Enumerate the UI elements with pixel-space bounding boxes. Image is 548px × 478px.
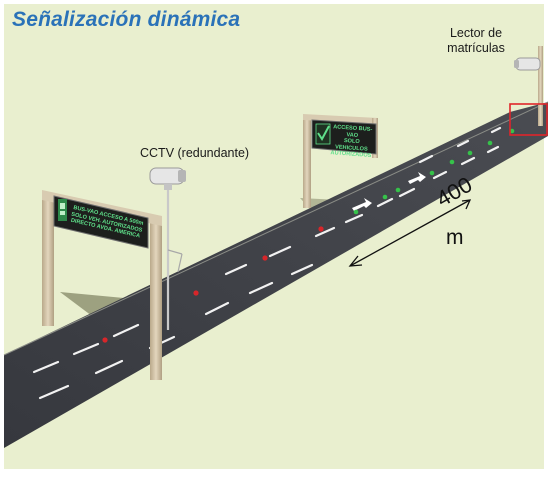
distance-unit: m <box>446 226 464 249</box>
cctv-camera-icon <box>149 167 186 190</box>
road <box>4 102 548 448</box>
plate-reader-label: Lector de matrículas <box>444 26 508 56</box>
check-mark-icon <box>315 123 331 145</box>
plate-reader-camera-icon <box>514 57 541 71</box>
road-edge-top <box>3 101 548 356</box>
camera-detection-zone <box>509 103 548 136</box>
left-sign-panel <box>53 195 149 249</box>
page-title: Señalización dinámica <box>12 8 241 31</box>
plate-reader-label-line1: Lector de <box>449 26 503 40</box>
right-sign-text: ACCESO BUS-VAO SOLO VEHICULOS AUTORIZADO… <box>330 124 373 160</box>
plate-reader-label-line2: matrículas <box>447 41 505 55</box>
bus-icon <box>58 199 67 221</box>
red-lane-markers <box>102 226 324 343</box>
green-lane-markers <box>353 128 515 215</box>
cctv-pole <box>166 186 183 330</box>
distance-arrow <box>348 199 472 267</box>
lane-arrows <box>352 172 426 211</box>
lane-markings <box>32 126 502 400</box>
cctv-label: CCTV (redundante) <box>140 146 250 160</box>
